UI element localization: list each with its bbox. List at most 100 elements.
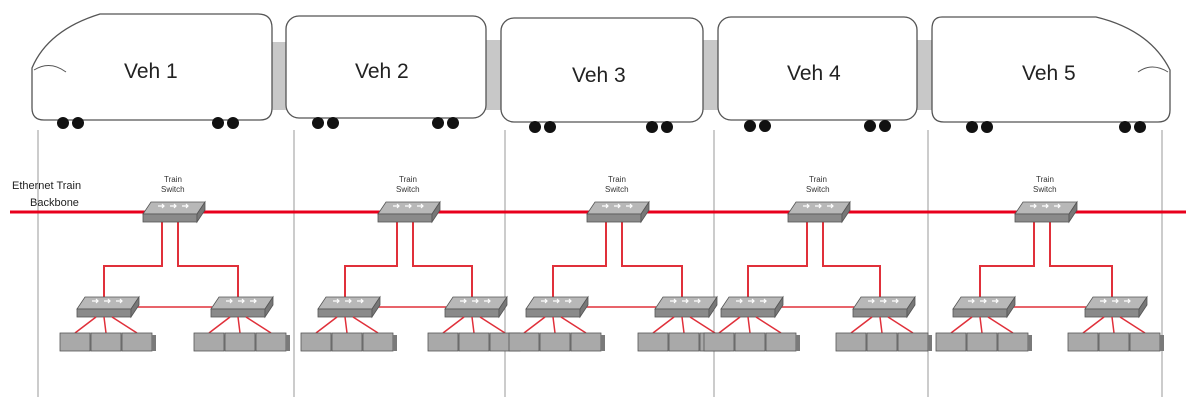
car-switch-icon xyxy=(852,295,916,319)
wheel xyxy=(447,117,459,129)
end-device xyxy=(458,332,490,352)
switch-side-face xyxy=(498,295,508,319)
switch-arrow-icon xyxy=(345,298,352,304)
train-switch-label-line1: Train xyxy=(809,175,827,184)
vehicle-2-label: Veh 2 xyxy=(355,60,409,83)
train-switch-icon xyxy=(142,200,206,224)
train-switches: TrainSwitchTrainSwitchTrainSwitchTrainSw… xyxy=(142,175,1078,224)
switch-arrow-icon xyxy=(760,298,767,304)
switch-arrow-icon xyxy=(1030,203,1037,209)
switch-front-face xyxy=(76,308,132,318)
car-switch-icon xyxy=(444,295,508,319)
switch-front-face xyxy=(377,213,433,223)
switch-arrow-icon xyxy=(868,298,875,304)
end-device xyxy=(331,332,363,352)
switch-arrow-icon xyxy=(980,298,987,304)
end-device xyxy=(997,332,1029,352)
switch-side-face xyxy=(640,200,650,224)
uplink xyxy=(979,208,1035,298)
end-device xyxy=(508,332,540,352)
end-device xyxy=(224,332,256,352)
switch-arrow-icon xyxy=(968,298,975,304)
end-device xyxy=(866,332,898,352)
wheel xyxy=(544,121,556,133)
vehicle-networks xyxy=(59,208,1164,352)
device-link xyxy=(689,316,716,334)
end-device xyxy=(1129,332,1161,352)
switch-side-face xyxy=(1006,295,1016,319)
vehicle-1-nose-line xyxy=(33,65,67,73)
backbone-label-line2: Backbone xyxy=(30,197,79,209)
switch-arrow-icon xyxy=(104,298,111,304)
switch-arrow-icon xyxy=(170,203,177,209)
vehicle-5-label: Veh 5 xyxy=(1022,62,1076,85)
device-link xyxy=(987,316,1014,334)
switch-arrow-icon xyxy=(602,203,609,209)
car-switch-icon xyxy=(210,295,274,319)
end-device-side xyxy=(601,335,605,351)
uplink xyxy=(177,208,239,298)
switch-arrow-icon xyxy=(405,203,412,209)
device-link xyxy=(652,316,675,334)
switch-arrow-icon xyxy=(182,203,189,209)
wheel xyxy=(646,121,658,133)
switch-side-face xyxy=(841,200,851,224)
backbone-label-line1: Ethernet Train xyxy=(12,180,81,192)
switch-arrow-icon xyxy=(827,203,834,209)
device-link xyxy=(747,316,751,334)
device-link xyxy=(1111,316,1115,334)
switch-side-face xyxy=(1068,200,1078,224)
train-switch-label-line2: Switch xyxy=(1033,185,1057,194)
vehicle-4-label: Veh 4 xyxy=(787,62,841,85)
wheel xyxy=(1119,121,1131,133)
train-switch-label-line2: Switch xyxy=(605,185,629,194)
device-link xyxy=(1082,316,1105,334)
switch-arrow-icon xyxy=(815,203,822,209)
device-link xyxy=(315,316,338,334)
end-device xyxy=(1098,332,1130,352)
switch-front-face xyxy=(210,308,266,318)
end-device xyxy=(734,332,766,352)
device-link xyxy=(103,316,107,334)
wheel xyxy=(529,121,541,133)
device-link xyxy=(1119,316,1146,334)
switch-arrow-icon xyxy=(250,298,257,304)
wheel xyxy=(1134,121,1146,133)
switch-front-face xyxy=(654,308,710,318)
switch-front-face xyxy=(317,308,373,318)
end-device-side xyxy=(152,335,156,351)
end-device xyxy=(897,332,929,352)
switch-side-face xyxy=(1138,295,1148,319)
switch-arrow-icon xyxy=(238,298,245,304)
uplink xyxy=(344,208,398,298)
uplink xyxy=(412,208,473,298)
car-switch-icon xyxy=(654,295,718,319)
end-device xyxy=(362,332,394,352)
switch-arrow-icon xyxy=(472,298,479,304)
vehicle-2-body xyxy=(285,15,487,119)
switch-side-face xyxy=(708,295,718,319)
wheel xyxy=(212,117,224,129)
end-device xyxy=(539,332,571,352)
train-switch-icon xyxy=(1014,200,1078,224)
wheel xyxy=(327,117,339,129)
end-device xyxy=(966,332,998,352)
end-device xyxy=(427,332,459,352)
vehicle-1-label: Veh 1 xyxy=(124,60,178,83)
switch-arrow-icon xyxy=(1124,298,1131,304)
train-switch-label-line1: Train xyxy=(164,175,182,184)
switch-front-face xyxy=(787,213,843,223)
switch-arrow-icon xyxy=(626,203,633,209)
device-link xyxy=(850,316,873,334)
end-device xyxy=(59,332,91,352)
switch-front-face xyxy=(1014,213,1070,223)
wheel xyxy=(864,120,876,132)
vehicle-2-network xyxy=(300,208,524,352)
vehicle-3-network xyxy=(508,208,734,352)
device-link xyxy=(74,316,97,334)
switch-side-face xyxy=(130,295,140,319)
vehicle-5-body xyxy=(931,16,1171,123)
device-link xyxy=(237,316,241,334)
end-device xyxy=(300,332,332,352)
vehicle-3-label: Veh 3 xyxy=(572,64,626,87)
